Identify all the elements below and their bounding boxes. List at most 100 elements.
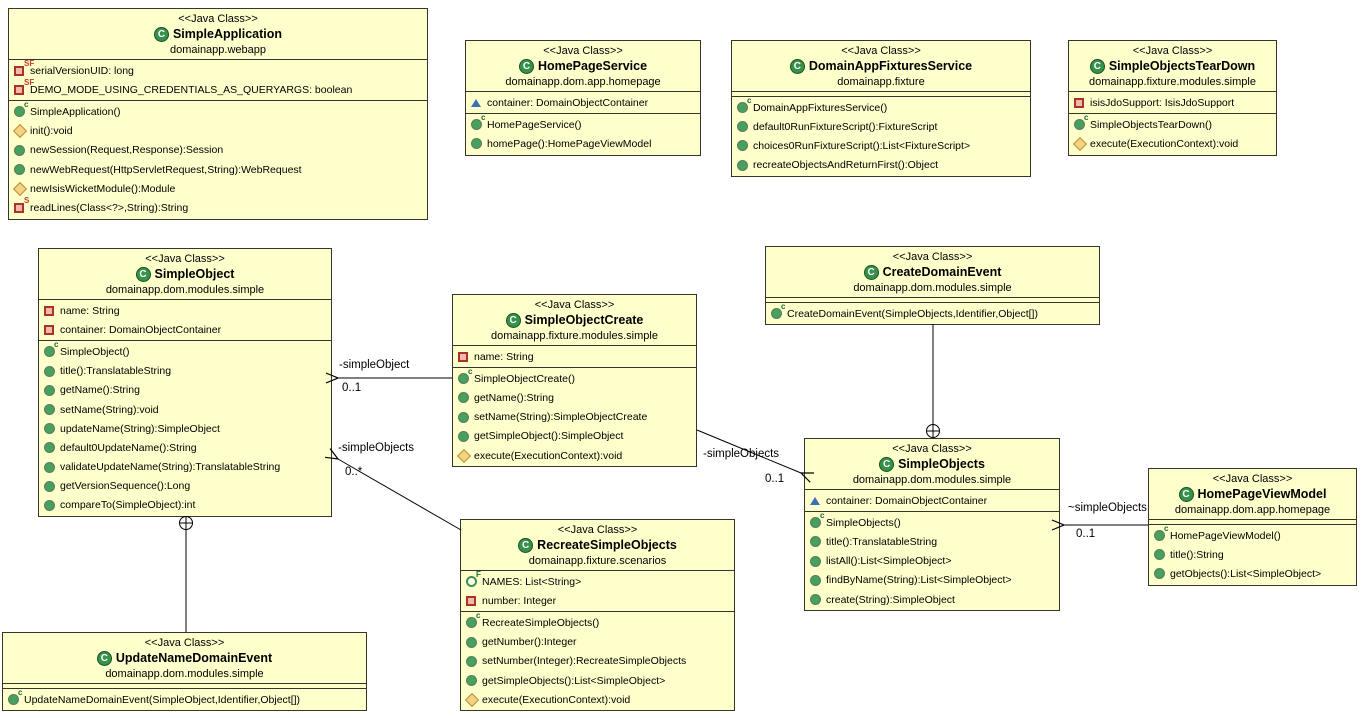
class-icon: C <box>879 457 895 472</box>
member-row[interactable]: title():TranslatableString <box>39 362 331 381</box>
class-box-DomainAppFixturesService[interactable]: <<Java Class>> C DomainAppFixturesServic… <box>731 40 1031 177</box>
member-row[interactable]: newSession(Request,Response):Session <box>9 141 427 160</box>
class-header: <<Java Class>> C DomainAppFixturesServic… <box>732 41 1030 92</box>
class-box-SimpleObject[interactable]: <<Java Class>> C SimpleObject domainapp.… <box>38 248 332 518</box>
member-text: default0UpdateName():String <box>60 441 197 454</box>
class-box-SimpleApplication[interactable]: <<Java Class>> C SimpleApplication domai… <box>8 8 428 220</box>
member-row[interactable]: choices0RunFixtureScript():List<FixtureS… <box>732 136 1030 155</box>
default-method-icon <box>464 690 482 709</box>
member-text: getSimpleObjects():List<SimpleObject> <box>482 674 666 687</box>
class-box-SimpleObjectsTearDown[interactable]: <<Java Class>> C SimpleObjectsTearDown d… <box>1068 40 1277 156</box>
nested-class-anchor-icon <box>926 424 940 438</box>
member-text: execute(ExecutionContext):void <box>1090 137 1239 150</box>
member-row[interactable]: homePage():HomePageViewModel <box>466 134 700 153</box>
member-row[interactable]: execute(ExecutionContext):void <box>1069 134 1276 153</box>
member-row[interactable]: name: String <box>39 301 331 320</box>
default-method-icon <box>12 122 30 141</box>
member-row[interactable]: updateName(String):SimpleObject <box>39 419 331 438</box>
member-row[interactable]: getNumber():Integer <box>461 633 734 652</box>
member-text: readLines(Class<?>,String):String <box>30 201 189 214</box>
member-row[interactable]: recreateObjectsAndReturnFirst():Object <box>732 156 1030 175</box>
member-row[interactable]: container: DomainObjectContainer <box>39 320 331 339</box>
class-box-HomePageViewModel[interactable]: <<Java Class>> C HomePageViewModel domai… <box>1148 468 1357 586</box>
class-icon: C <box>1089 59 1105 74</box>
member-text: isisJdoSupport: IsisJdoSupport <box>1090 96 1235 109</box>
member-row[interactable]: newWebRequest(HttpServletRequest,String)… <box>9 160 427 179</box>
nested-anchor-createDomainEvent-to-simpleObjects[interactable] <box>926 324 940 438</box>
member-row[interactable]: getObjects():List<SimpleObject> <box>1149 564 1356 583</box>
member-row[interactable]: default0UpdateName():String <box>39 438 331 457</box>
member-row[interactable]: isisJdoSupport: IsisJdoSupport <box>1069 93 1276 112</box>
member-row[interactable]: setName(String):void <box>39 400 331 419</box>
private-static-final-field-icon: SF <box>14 79 34 99</box>
member-row[interactable]: getVersionSequence():Long <box>39 477 331 496</box>
member-text: getNumber():Integer <box>482 636 577 649</box>
member-row[interactable]: create(String):SimpleObject <box>805 590 1059 609</box>
member-row[interactable]: newIsisWicketModule():Module <box>9 179 427 198</box>
member-row[interactable]: execute(ExecutionContext):void <box>461 690 734 709</box>
constructor-icon: c <box>810 512 826 532</box>
nested-class-anchor-icon <box>179 516 193 530</box>
public-method-icon <box>1154 545 1170 564</box>
class-header: <<Java Class>> C RecreateSimpleObjects d… <box>461 520 734 571</box>
nested-anchor-updateNameDomainEvent-to-simpleObject[interactable] <box>179 516 193 633</box>
public-method-icon <box>1154 564 1170 583</box>
member-row[interactable]: setName(String):SimpleObjectCreate <box>453 408 696 427</box>
member-row[interactable]: getSimpleObject():SimpleObject <box>453 427 696 446</box>
member-row[interactable]: getName():String <box>453 388 696 407</box>
class-box-SimpleObjectCreate[interactable]: <<Java Class>> C SimpleObjectCreate doma… <box>452 294 697 468</box>
member-text: create(String):SimpleObject <box>826 593 955 606</box>
stereotype-label: <<Java Class>> <box>1132 45 1213 57</box>
public-method-icon <box>458 427 474 446</box>
member-row[interactable]: findByName(String):List<SimpleObject> <box>805 571 1059 590</box>
member-row[interactable]: name: String <box>453 347 696 366</box>
member-text: name: String <box>60 304 120 317</box>
class-box-SimpleObjects[interactable]: <<Java Class>> C SimpleObjects domainapp… <box>804 438 1060 612</box>
class-box-RecreateSimpleObjects[interactable]: <<Java Class>> C RecreateSimpleObjects d… <box>460 519 735 712</box>
class-box-CreateDomainEvent[interactable]: <<Java Class>> C CreateDomainEvent domai… <box>765 246 1100 326</box>
class-box-UpdateNameDomainEvent[interactable]: <<Java Class>> C UpdateNameDomainEvent d… <box>2 632 367 712</box>
public-method-icon <box>44 477 60 496</box>
member-row[interactable]: execute(ExecutionContext):void <box>453 446 696 465</box>
member-row[interactable]: title():TranslatableString <box>805 532 1059 551</box>
member-row[interactable]: compareTo(SimpleObject):int <box>39 496 331 515</box>
public-method-icon <box>466 671 482 690</box>
member-row[interactable]: validateUpdateName(String):TranslatableS… <box>39 458 331 477</box>
package-name: domainapp.fixture.modules.simple <box>1089 76 1256 88</box>
member-row[interactable]: default0RunFixtureScript():FixtureScript <box>732 117 1030 136</box>
member-row[interactable]: getName():String <box>39 381 331 400</box>
association-multiplicity-label: 0..* <box>345 466 363 478</box>
member-row[interactable]: init():void <box>9 122 427 141</box>
member-row[interactable]: setNumber(Integer):RecreateSimpleObjects <box>461 652 734 671</box>
member-row[interactable]: listAll():List<SimpleObject> <box>805 552 1059 571</box>
member-row[interactable]: container: DomainObjectContainer <box>805 491 1059 510</box>
stereotype-label: <<Java Class>> <box>145 253 225 265</box>
member-row[interactable]: getSimpleObjects():List<SimpleObject> <box>461 671 734 690</box>
package-name: domainapp.fixture.modules.simple <box>491 330 658 342</box>
public-final-field-icon: F <box>466 571 482 591</box>
member-text: CreateDomainEvent(SimpleObjects,Identifi… <box>787 307 1038 320</box>
class-box-HomePageService[interactable]: <<Java Class>> C HomePageService domaina… <box>465 40 701 156</box>
member-row[interactable]: container: DomainObjectContainer <box>466 93 700 112</box>
class-header: <<Java Class>> C CreateDomainEvent domai… <box>766 247 1099 298</box>
member-row[interactable]: number: Integer <box>461 591 734 610</box>
class-title-row: C SimpleObjectCreate <box>455 312 694 329</box>
member-row[interactable]: title():String <box>1149 545 1356 564</box>
